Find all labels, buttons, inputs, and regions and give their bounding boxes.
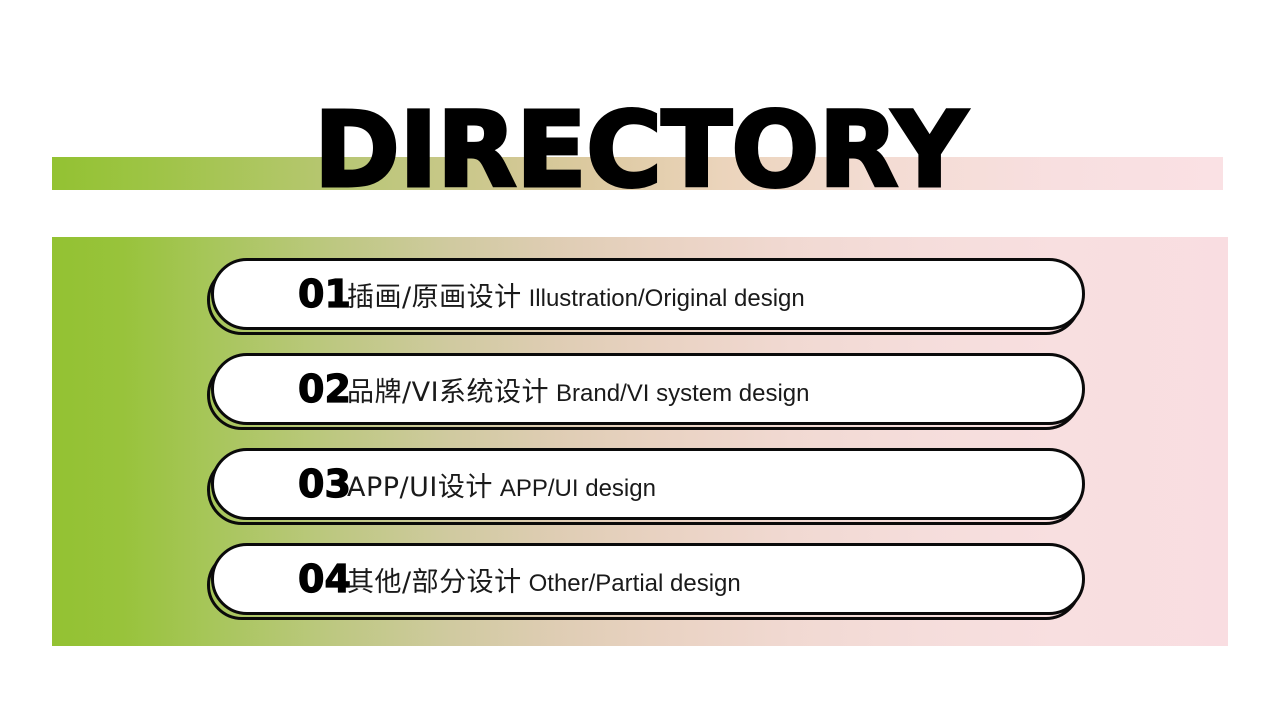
item-number: 03 <box>297 462 351 506</box>
item-label-en: Brand/VI system design <box>556 379 810 407</box>
item-label-zh: APP/UI设计 <box>347 471 493 503</box>
item-label-en: Illustration/Original design <box>528 284 805 312</box>
item-label-zh: 品牌/VI系统设计 <box>347 376 550 408</box>
item-number: 02 <box>297 367 351 411</box>
item-label-zh: 插画/原画设计 <box>347 281 522 313</box>
title-accent-stripe <box>52 157 1223 190</box>
item-number: 01 <box>297 272 351 316</box>
page-title: DIRECTORY <box>312 89 969 211</box>
item-label-en: Other/Partial design <box>528 569 741 597</box>
item-label-zh: 其他/部分设计 <box>347 566 522 598</box>
item-number: 04 <box>297 557 351 601</box>
item-label-en: APP/UI design <box>499 474 656 502</box>
